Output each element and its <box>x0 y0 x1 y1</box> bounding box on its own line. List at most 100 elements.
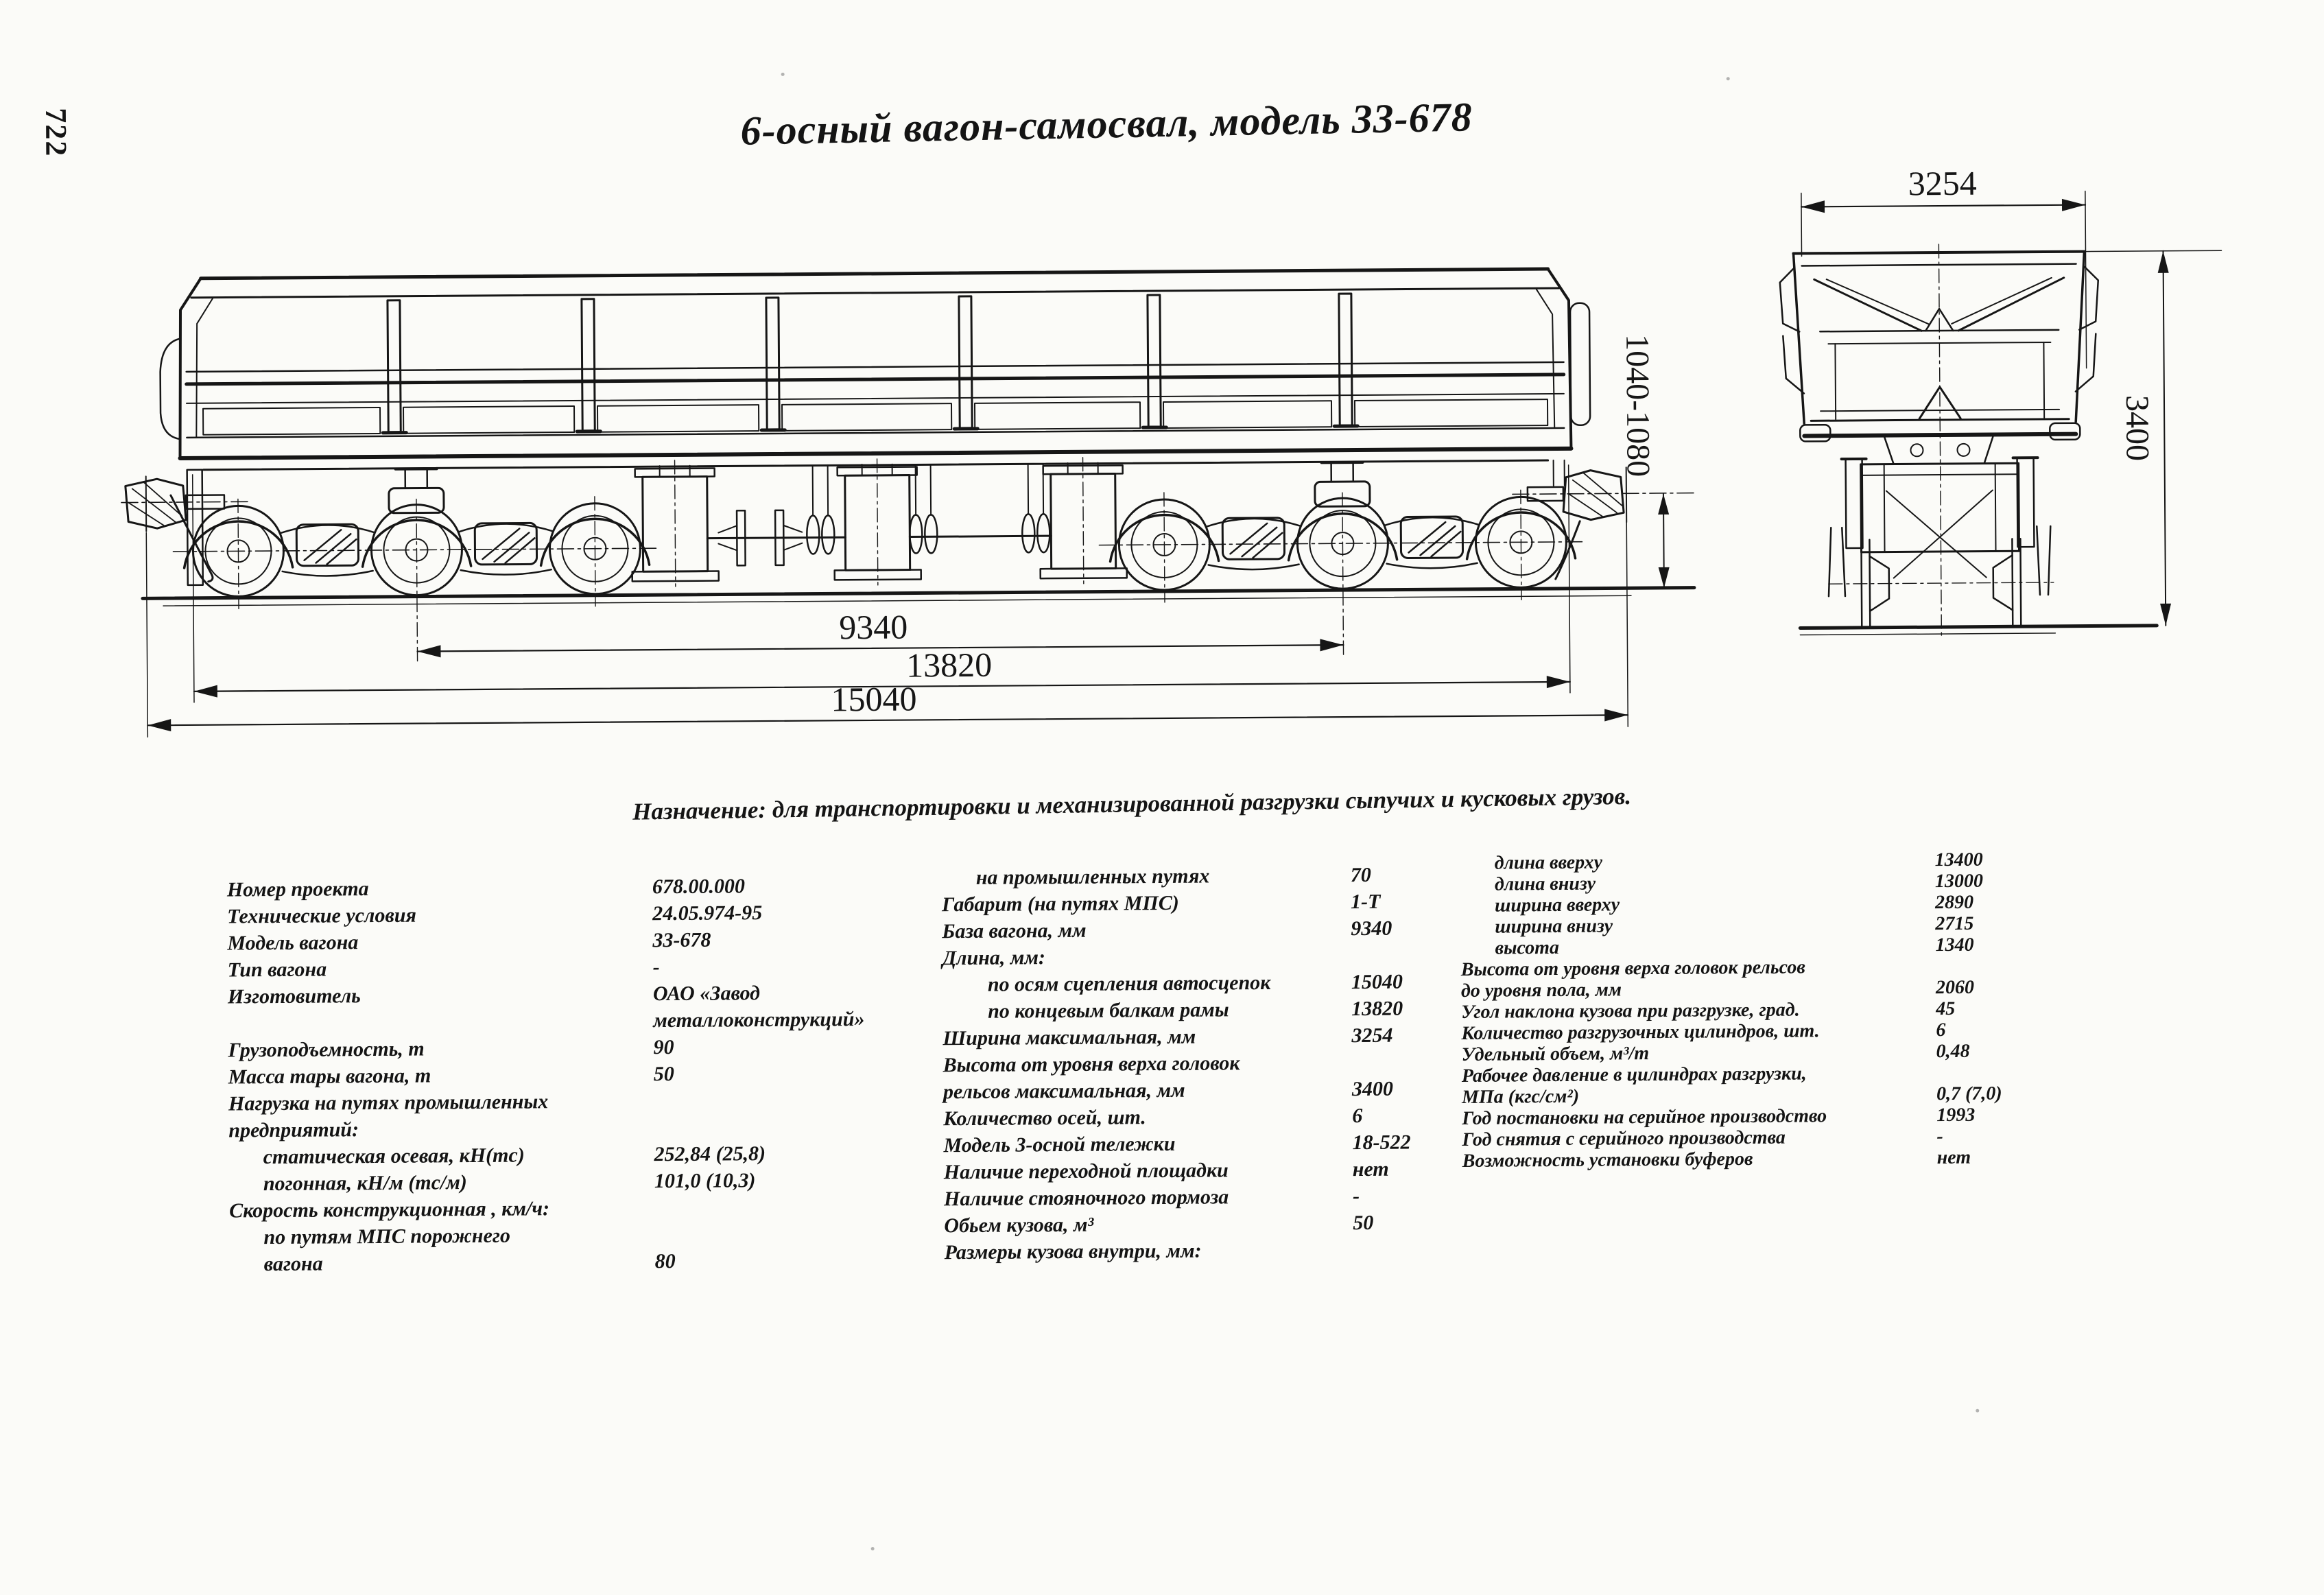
spec-label: по концевым балкам рамы <box>988 998 1229 1023</box>
spec-label: Грузоподъемность, т <box>228 1037 425 1062</box>
spec-label: Длина, мм: <box>942 946 1046 970</box>
spec-value: 13820 <box>1351 997 1403 1021</box>
spec-label: статическая осевая, кН(тс) <box>263 1144 525 1169</box>
spec-value: 50 <box>653 1062 674 1086</box>
spec-label: Модель вагона <box>227 931 359 955</box>
spec-label: ширина вверху <box>1495 894 1620 917</box>
body-stanchions <box>381 292 1360 435</box>
spec-value: 252,84 (25,8) <box>654 1142 766 1166</box>
dimension-width: 3254 <box>1800 164 2087 369</box>
spec-row: Габарит (на путях МПС) 1-Т <box>942 888 1484 919</box>
spec-row: Высота от уровня верха головок <box>943 1048 1485 1079</box>
spec-value: 6 <box>1936 1019 1946 1041</box>
dimension-label-13820: 13820 <box>906 646 992 685</box>
spec-value: 678.00.000 <box>652 875 746 899</box>
spec-value: 9340 <box>1351 917 1392 941</box>
spec-value: 0,7 (7,0) <box>1936 1083 2002 1105</box>
spec-label: ширина внизу <box>1495 915 1613 938</box>
spec-row: Наличие стояночного тормоза- <box>944 1182 1486 1213</box>
spec-label: рельсов максимальная, мм <box>942 1078 1185 1104</box>
spec-value: 18-522 <box>1352 1131 1411 1155</box>
end-view-drawing: 3254 <box>1779 164 2222 640</box>
spec-label: погонная, кН/м (тс/м) <box>263 1171 467 1196</box>
spec-label: Модель 3-осной тележки <box>943 1132 1176 1157</box>
spec-label: База вагона, мм <box>942 919 1087 943</box>
dimension-label-3400: 3400 <box>2119 395 2156 461</box>
spec-value: 2060 <box>1935 976 1975 999</box>
spec-label: по осям сцепления автосцепок <box>987 971 1271 996</box>
spec-label: Масса тары вагона, т <box>228 1064 431 1089</box>
left-bogie <box>172 467 661 610</box>
spec-label: Нагрузка на путях промышленных <box>228 1090 549 1115</box>
spec-row: Длина, мм: <box>942 941 1484 972</box>
spec-value: 13000 <box>1934 870 1983 893</box>
spec-value: ОАО «Завод <box>652 982 761 1006</box>
page-title: 6-осный вагон-самосвал, модель 33-678 <box>740 94 1473 154</box>
scan-speckle <box>781 72 785 76</box>
spec-row: Размеры кузова внутри, мм: <box>944 1236 1486 1266</box>
spec-value: 1-Т <box>1350 890 1381 914</box>
spec-label: Наличие переходной площадки <box>943 1159 1229 1184</box>
dimension-label-3254: 3254 <box>1908 164 1977 203</box>
spec-label: Тип вагона <box>227 958 327 982</box>
spec-value: 3400 <box>1351 1077 1394 1101</box>
spec-label: до уровня пола, мм <box>1460 979 1622 1002</box>
rail-line <box>141 586 1696 606</box>
spec-value: металлоконструкций» <box>653 1008 865 1032</box>
dimension-bogie-base: 9340 <box>416 492 1344 663</box>
spec-value: 33-678 <box>652 928 711 952</box>
spec-value: - <box>652 956 660 979</box>
spec-label: МПа (кгс/см²) <box>1461 1085 1580 1108</box>
side-view-drawing: 9340 13820 15040 <box>121 267 1696 738</box>
spec-label: Год снятия с серийного производства <box>1462 1126 1786 1150</box>
end-undercarriage <box>1798 434 2159 636</box>
spec-label: Номер проекта <box>226 877 369 901</box>
scan-speckle <box>1976 1408 1980 1413</box>
spec-value: 80 <box>654 1249 676 1273</box>
spec-label: длина вверху <box>1494 851 1603 874</box>
spec-label: вагона <box>263 1252 323 1276</box>
spec-label: Возможность установки буферов <box>1462 1148 1753 1172</box>
spec-value: 2715 <box>1935 912 1974 935</box>
spec-value: 50 <box>1353 1211 1374 1235</box>
spec-label: Высота от уровня верха головок рельсов <box>1460 956 1805 980</box>
spec-label: Изготовитель <box>227 984 361 1008</box>
spec-value: 2890 <box>1934 891 1974 914</box>
spec-label: Год постановки на серийное производство <box>1462 1105 1827 1129</box>
spec-value: - <box>1936 1126 1943 1148</box>
spec-label: Размеры кузова внутри, мм: <box>944 1239 1202 1264</box>
spec-label: Обьем кузова, м³ <box>944 1213 1094 1238</box>
spec-value: - <box>1352 1185 1360 1208</box>
spec-row: Количество осей, шт.6 <box>943 1102 1485 1133</box>
page-number: 722 <box>38 108 73 158</box>
spec-row: Обьем кузова, м³ 50 <box>944 1209 1486 1240</box>
spec-label: Габарит (на путях МПС) <box>941 891 1179 917</box>
spec-value: 0,48 <box>1936 1040 1970 1063</box>
spec-value: 90 <box>653 1035 674 1059</box>
car-body <box>159 267 1591 471</box>
spec-label: Скорость конструкционная , км/ч: <box>229 1197 550 1222</box>
spec-value: 1993 <box>1936 1104 1976 1126</box>
spec-label: длина внизу <box>1494 873 1596 895</box>
spec-row: рельсов максимальная, мм 3400 <box>943 1075 1485 1106</box>
spec-label: Рабочее давление в цилиндрах разгрузки, <box>1461 1063 1807 1087</box>
spec-row: База вагона, мм 9340 <box>942 914 1484 945</box>
right-bogie <box>1098 460 1587 603</box>
spec-label: Угол наклона кузова при разгрузке, град. <box>1461 999 1800 1023</box>
spec-value: 3254 <box>1351 1024 1393 1048</box>
purpose-statement: Назначение: для транспортировки и механи… <box>632 782 1632 825</box>
spec-label: предприятий: <box>228 1118 359 1142</box>
unloading-cylinders <box>631 457 1128 587</box>
spec-row: Модель 3-осной тележки 18-522 <box>943 1129 1485 1159</box>
spec-label: Технические условия <box>227 903 417 928</box>
dimension-height: 3400 <box>2085 250 2222 626</box>
dimension-label-15040: 15040 <box>831 679 916 718</box>
spec-value: 6 <box>1352 1104 1363 1128</box>
